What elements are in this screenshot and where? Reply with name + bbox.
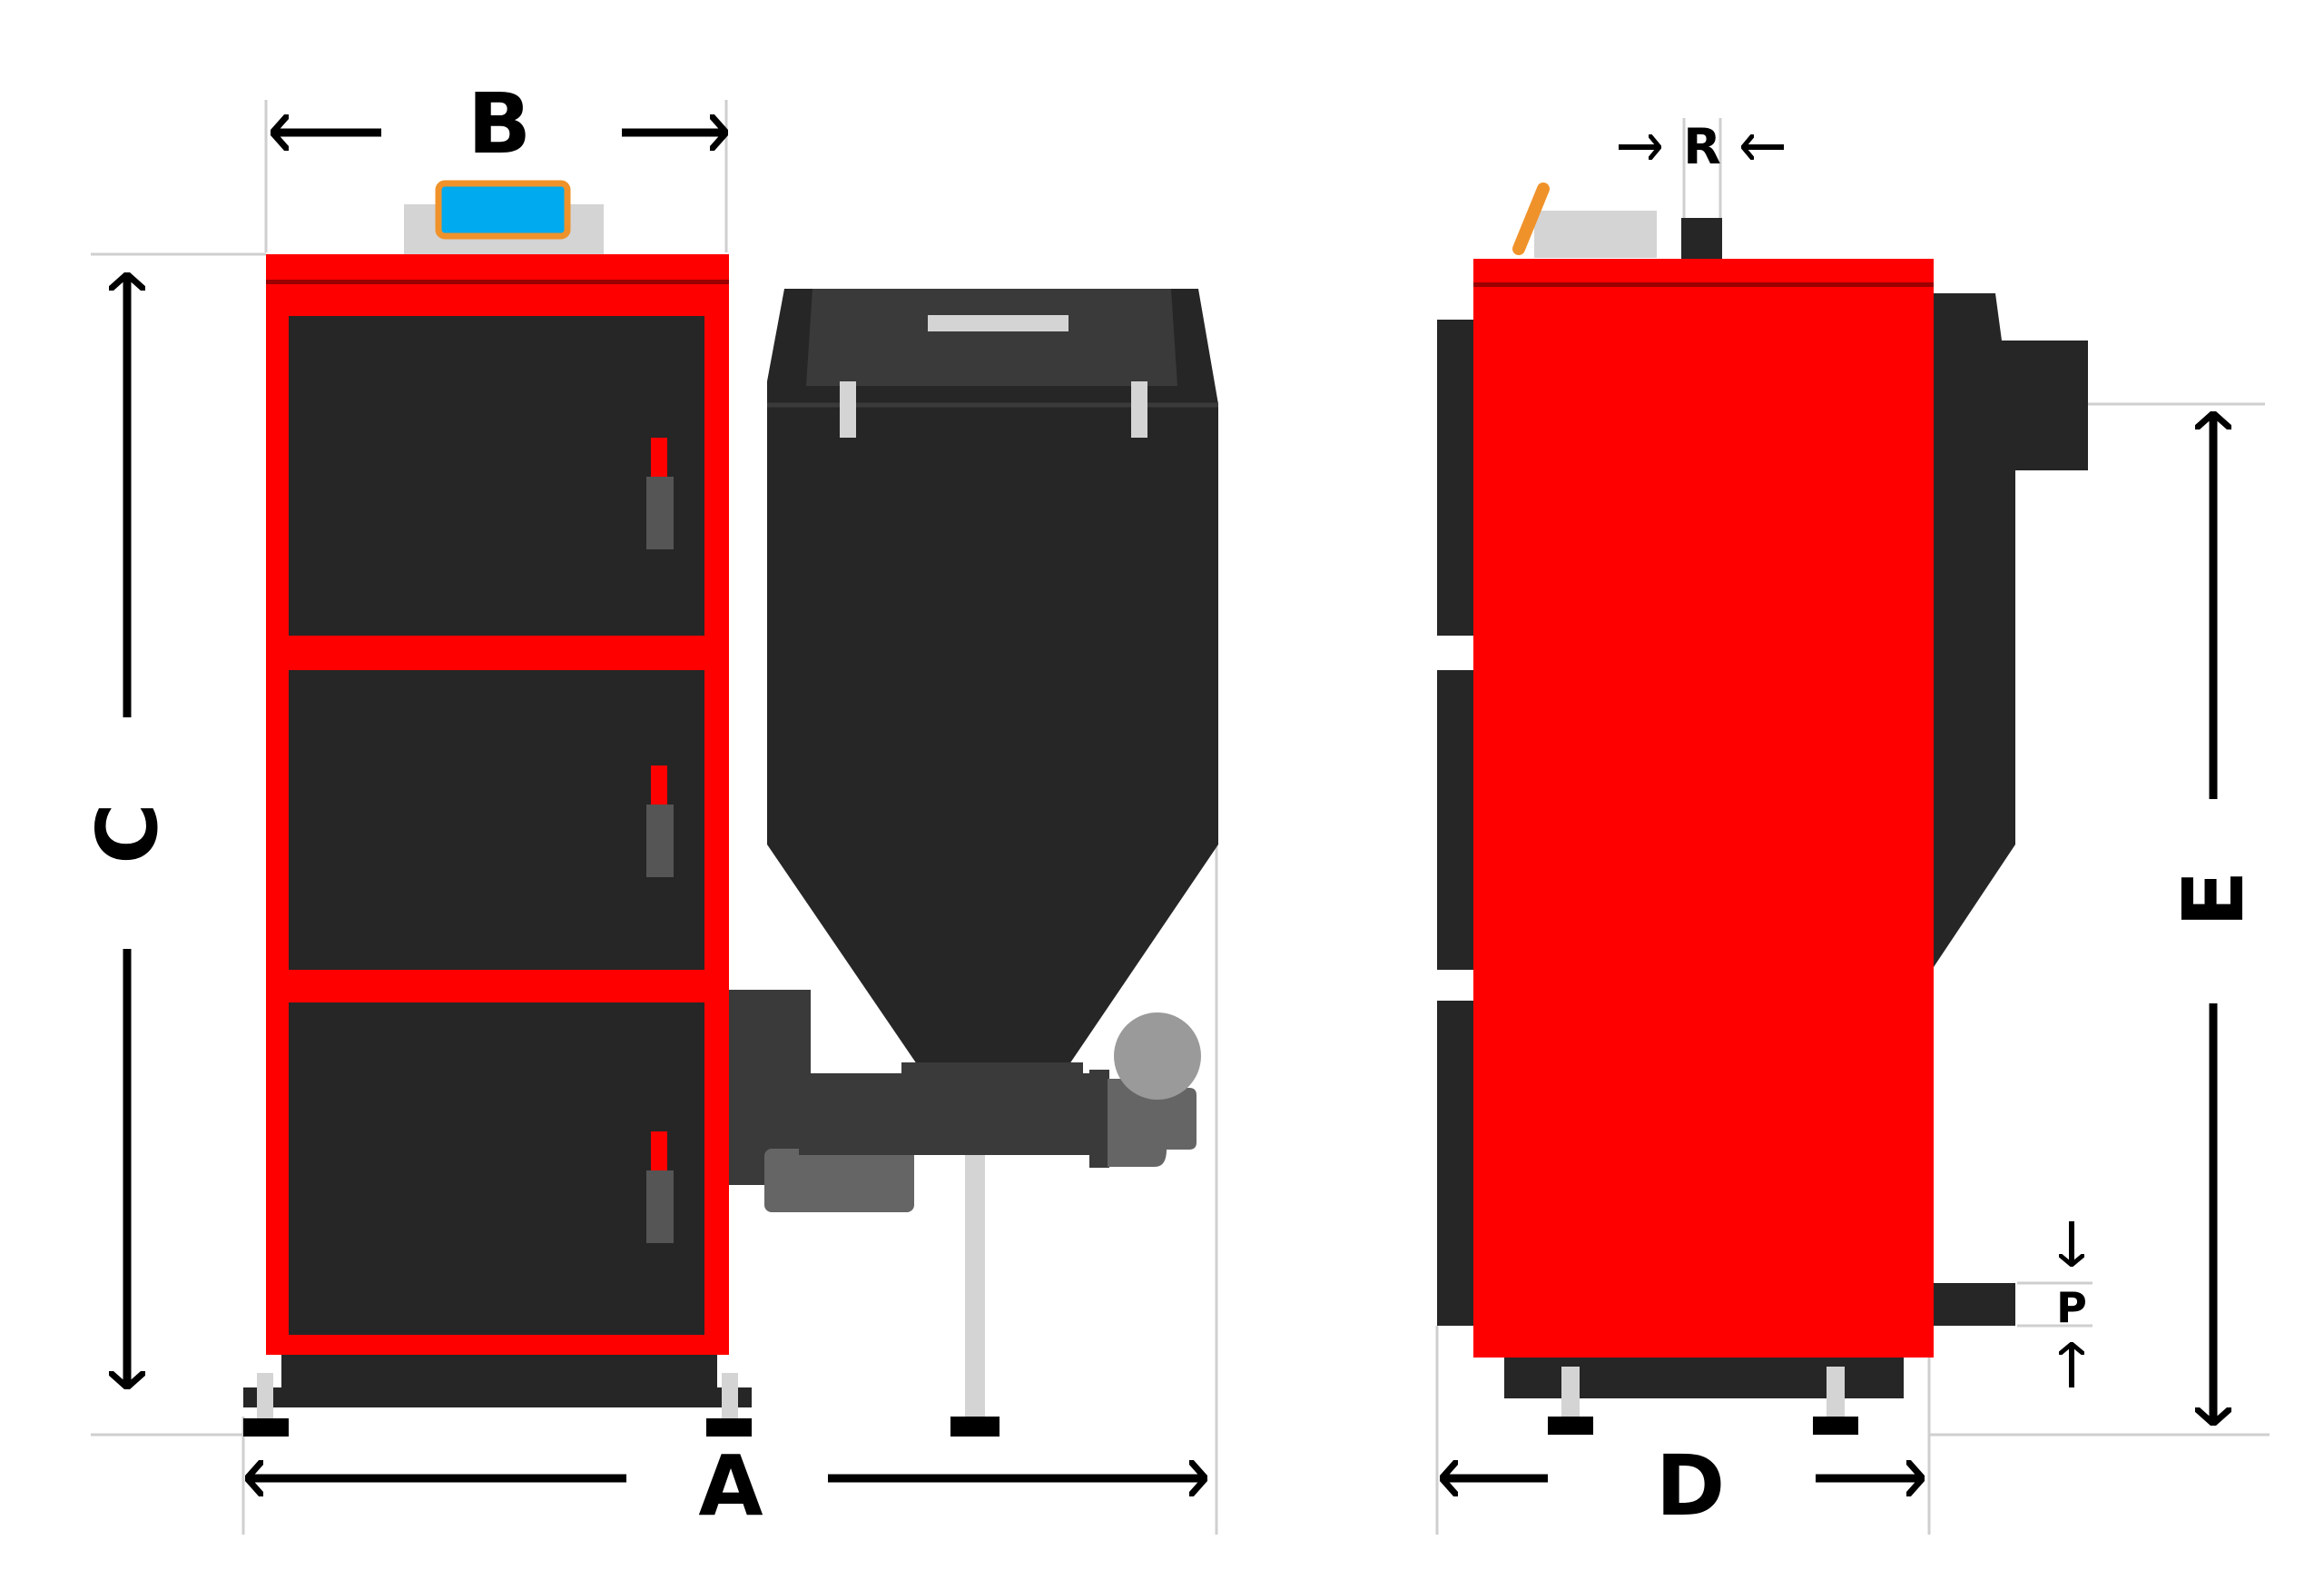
hopper-lid-handle bbox=[928, 315, 1068, 331]
side-boiler-body bbox=[1473, 259, 1934, 1358]
hopper-foot bbox=[950, 1417, 1000, 1437]
boiler-door-bottom bbox=[289, 1002, 704, 1335]
side-flue-collar bbox=[1534, 211, 1657, 258]
small-dimension-arrows bbox=[1619, 147, 2072, 1387]
foot-right bbox=[706, 1418, 752, 1437]
dimension-labels: B C A D E R P bbox=[79, 75, 2262, 1535]
dimension-label-e: E bbox=[2165, 871, 2262, 928]
pellet-hopper bbox=[767, 289, 1218, 1064]
dimension-label-c: C bbox=[79, 803, 176, 864]
dimension-label-a: A bbox=[698, 1437, 763, 1535]
side-outlet-pipe-bottom bbox=[1925, 1283, 2015, 1326]
feeder-auger bbox=[799, 1073, 1098, 1155]
feeder-flange bbox=[1089, 1070, 1109, 1168]
foot-bolt-left bbox=[257, 1373, 273, 1423]
boiler-base-bar bbox=[243, 1387, 752, 1407]
dimension-arrows bbox=[127, 133, 2213, 1478]
boiler-top-line bbox=[266, 280, 729, 284]
feeder-motor-cap bbox=[1114, 1012, 1201, 1100]
hopper-lid bbox=[806, 289, 1177, 386]
front-view bbox=[91, 100, 1218, 1535]
hopper-hinge-left bbox=[840, 381, 856, 438]
burner-base-plate bbox=[764, 1149, 914, 1212]
side-door-panel-top bbox=[1437, 320, 1473, 636]
door-handle-top bbox=[646, 438, 674, 549]
hopper-leg bbox=[965, 1149, 985, 1421]
boiler-door-middle bbox=[289, 670, 704, 970]
side-foot-left bbox=[1548, 1417, 1593, 1435]
feeder-motor bbox=[1108, 1079, 1196, 1167]
side-hopper bbox=[1925, 293, 2088, 981]
door-handle-bottom bbox=[646, 1131, 674, 1243]
side-outlet-pipe bbox=[1681, 218, 1722, 260]
foot-bolt-right bbox=[722, 1373, 738, 1423]
side-boiler-top-line bbox=[1473, 282, 1934, 287]
side-view bbox=[1435, 118, 2270, 1535]
side-bolt-left bbox=[1561, 1367, 1580, 1417]
dimension-label-b: B bbox=[468, 75, 531, 173]
dimension-label-r: R bbox=[1683, 118, 1721, 175]
dimension-label-p: P bbox=[2056, 1283, 2087, 1332]
dimension-label-d: D bbox=[1656, 1437, 1725, 1535]
boiler-door-top bbox=[289, 316, 704, 636]
side-sensor-cable bbox=[1512, 183, 1550, 255]
side-door-panel-bottom bbox=[1437, 1001, 1473, 1326]
side-bolt-right bbox=[1827, 1367, 1845, 1417]
hopper-hinge-right bbox=[1131, 381, 1147, 438]
sensor-icon bbox=[435, 180, 571, 240]
foot-left bbox=[243, 1418, 289, 1437]
side-door-panel-middle bbox=[1437, 670, 1473, 970]
door-handle-middle bbox=[646, 765, 674, 877]
side-foot-right bbox=[1813, 1417, 1858, 1435]
